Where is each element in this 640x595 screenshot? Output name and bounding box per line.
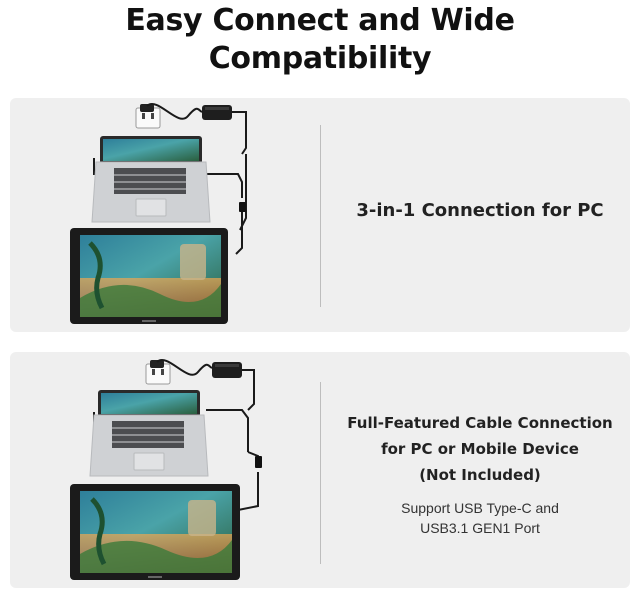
heading-line-2: for PC or Mobile Device <box>381 440 579 458</box>
panel-divider <box>320 125 321 307</box>
power-adapter-icon <box>202 105 232 120</box>
support-line-2: USB3.1 GEN1 Port <box>420 520 540 536</box>
laptop-icon <box>91 136 211 223</box>
connection-panel-full-featured: Full-Featured Cable Connection for PC or… <box>10 352 630 588</box>
page-title: Easy Connect and Wide Compatibility <box>0 2 640 78</box>
heading-line-3: (Not Included) <box>419 466 541 484</box>
support-line-1: Support USB Type-C and <box>401 500 559 516</box>
connection-description-full-featured: Full-Featured Cable Connection for PC or… <box>330 410 630 538</box>
connection-label-3in1: 3-in-1 Connection for PC <box>356 200 604 221</box>
title-line-2: Compatibility <box>208 41 432 76</box>
power-outlet-icon <box>135 104 161 129</box>
pen-display-icon <box>70 228 228 324</box>
laptop-icon <box>89 390 209 477</box>
connection-panel-3in1: 3-in-1 Connection for PC <box>10 98 630 332</box>
connection-illustration-full-featured <box>70 359 262 580</box>
pen-display-icon <box>70 484 240 580</box>
title-line-1: Easy Connect and Wide <box>125 3 515 38</box>
cables <box>93 359 259 511</box>
panel-divider <box>320 382 321 564</box>
power-outlet-icon <box>145 360 171 385</box>
connection-illustration-3in1 <box>70 103 247 324</box>
heading-line-1: Full-Featured Cable Connection <box>347 414 613 432</box>
power-adapter-icon <box>212 362 242 378</box>
